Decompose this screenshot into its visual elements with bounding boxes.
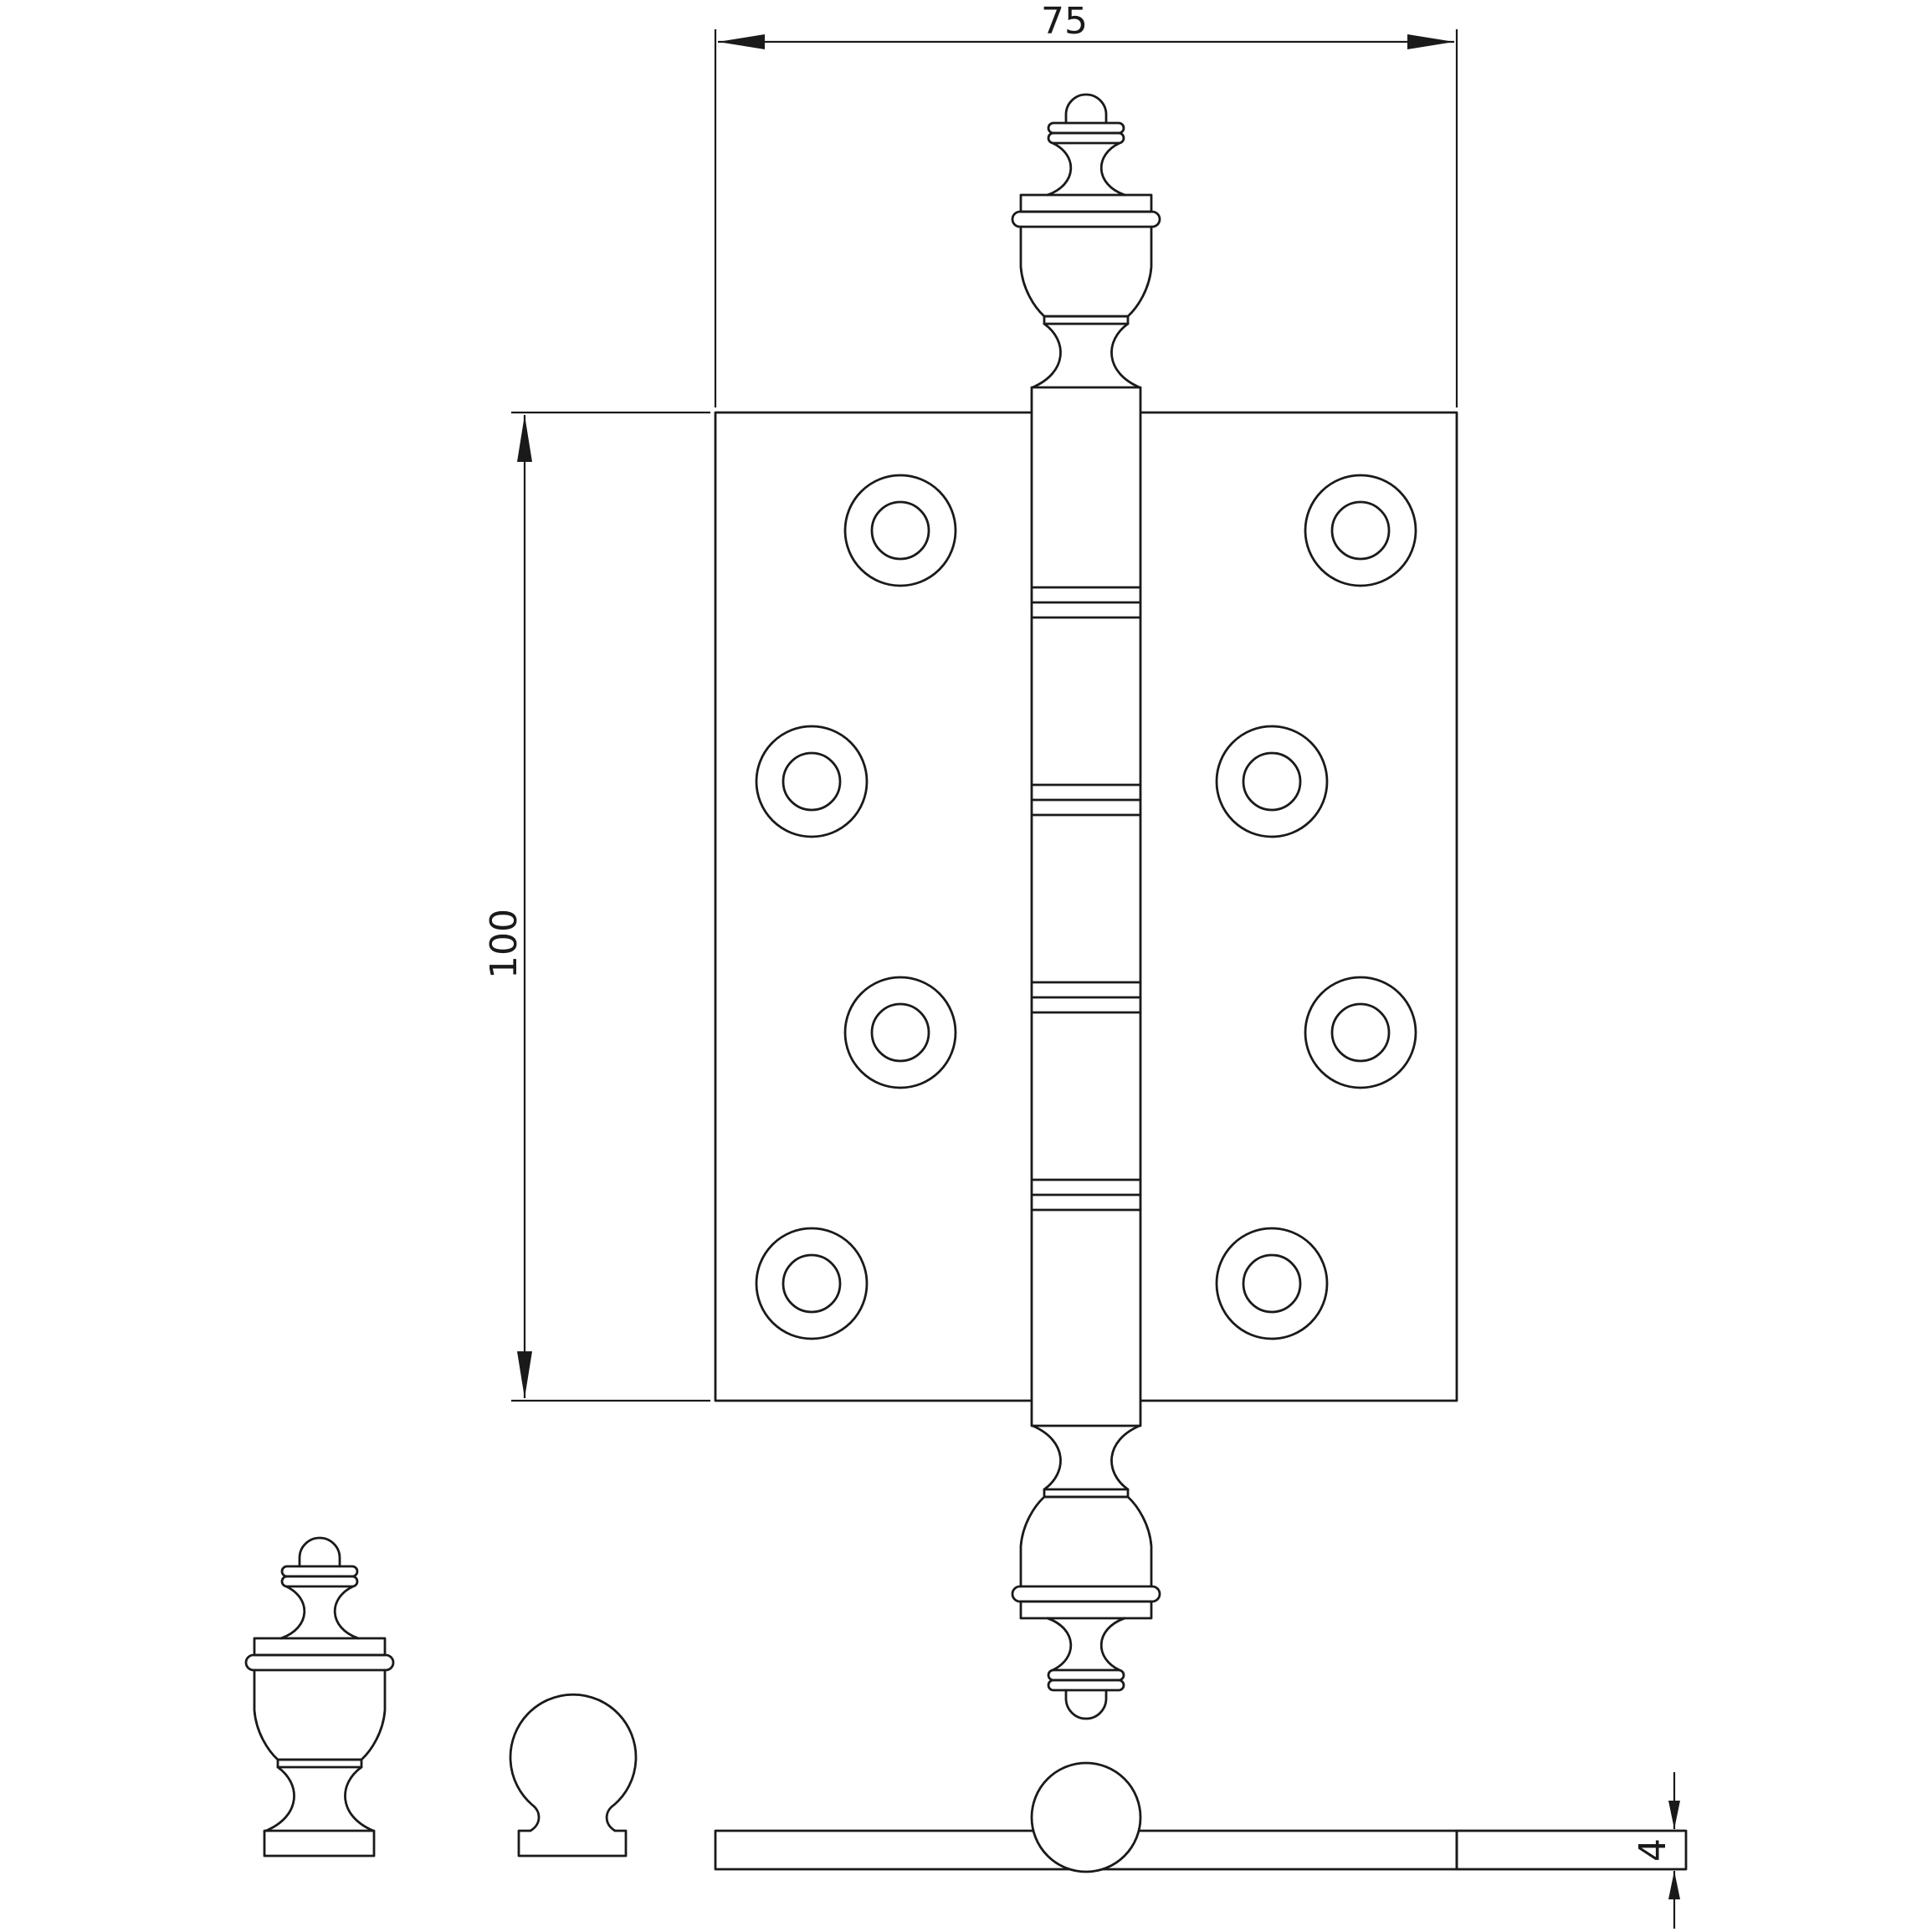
knuckle-joint-lines — [1030, 586, 1142, 1212]
height-dimension: 100 — [483, 411, 710, 1402]
thickness-label: 4 — [1632, 1838, 1674, 1862]
hinge-knuckle — [1030, 386, 1142, 1427]
width-dimension: 75 — [714, 0, 1458, 407]
height-label: 100 — [483, 909, 525, 979]
bottom-urn-finial — [1011, 1424, 1161, 1720]
top-urn-finial — [1011, 93, 1161, 389]
screw-hole — [843, 976, 957, 1089]
ball-finial-detail — [509, 1693, 638, 1858]
width-label: 75 — [1041, 0, 1088, 43]
screw-hole — [1304, 474, 1417, 587]
screw-hole — [755, 1227, 869, 1340]
screw-hole — [1215, 725, 1329, 838]
thickness-dimension: 4 — [1457, 1772, 1686, 1929]
screw-hole — [1304, 976, 1417, 1089]
knuckle-profile — [1030, 1761, 1142, 1873]
screw-hole — [843, 474, 957, 587]
side-view — [714, 1761, 1688, 1873]
urn-finial-detail — [244, 1536, 395, 1858]
screw-hole — [755, 725, 869, 838]
screw-hole — [1215, 1227, 1329, 1340]
front-view — [714, 93, 1458, 1720]
